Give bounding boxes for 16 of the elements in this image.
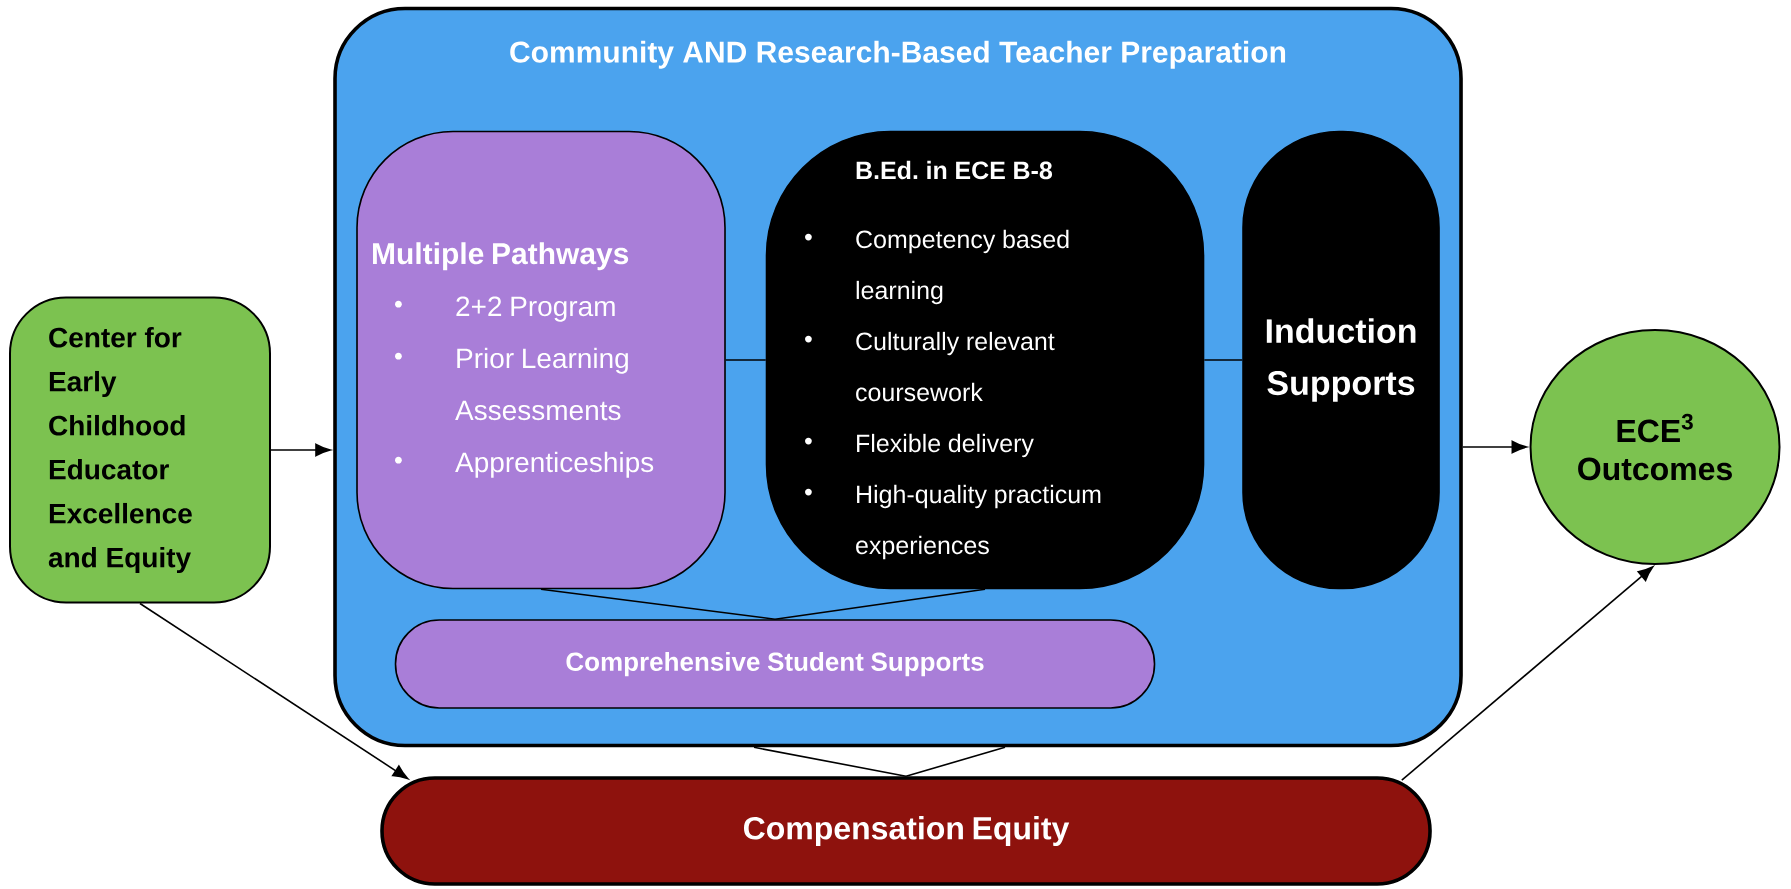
process-box: Multiple Pathways 2+2 Program Prior Learning Assessments Apprenticeships	[356, 130, 726, 590]
arrow	[270, 443, 331, 457]
arrow	[1462, 440, 1528, 454]
process-box: Comprehensive Student Supports	[394, 619, 1156, 709]
connector-line	[1203, 359, 1243, 361]
connector-line	[725, 359, 767, 361]
process-box: Induction Supports	[1242, 130, 1440, 590]
connector-line	[905, 746, 1006, 777]
arrow	[139, 602, 409, 780]
label-box: Center for Early Childhood Educator Excellence and Equity	[9, 296, 271, 604]
connector-line	[753, 746, 907, 777]
connector-line	[774, 588, 986, 620]
process-box: Compensation Equity	[380, 776, 1432, 886]
arrow	[1401, 566, 1654, 781]
process-box: B.Ed. in ECE B-8 Competency based learning Culturally relevant coursework Flexible delivery High-quality practicum experiences	[765, 130, 1205, 590]
connector-line	[540, 588, 776, 620]
